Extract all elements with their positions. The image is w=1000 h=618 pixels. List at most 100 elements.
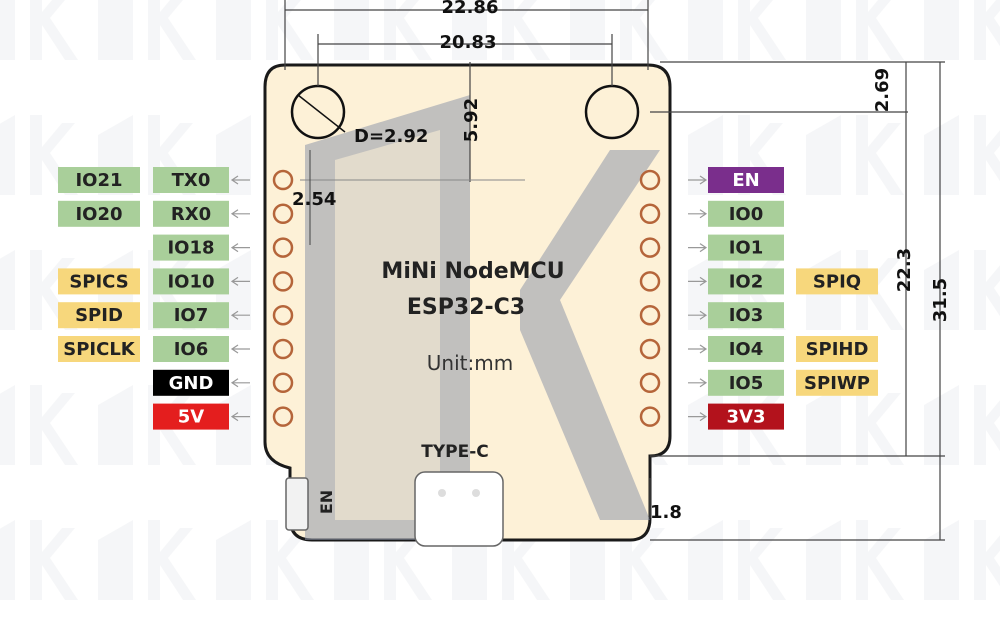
watermark-tile-icon: [688, 0, 786, 60]
mounting-hole-right: [584, 84, 640, 140]
right-alt-spiq: SPIQ: [796, 268, 878, 295]
pin-pad-left: [272, 372, 294, 394]
watermark-tile-icon: [0, 0, 78, 60]
right-pin-io0-text: IO0: [729, 204, 764, 225]
right-pin-io4-text: IO4: [729, 339, 764, 360]
hole-diameter-line: [297, 94, 346, 133]
left-pin-io18-text: IO18: [167, 238, 214, 259]
right-pin-3v3: 3V3: [708, 403, 784, 430]
pin-pad-right: [639, 237, 661, 258]
watermark-tile-icon: [334, 0, 432, 60]
dimension-pin-pitch: 2.54: [292, 150, 336, 245]
pin-pad-left: [272, 237, 294, 258]
watermark-tile-icon: [570, 0, 668, 60]
right-pin-io1: IO1: [708, 234, 784, 261]
left-pin-rx0: RX0: [153, 200, 229, 227]
right-pin-io2-text: IO2: [729, 271, 764, 292]
left-alt-io20: IO20: [58, 200, 140, 227]
pin-arrow-icon: [230, 310, 250, 320]
left-pin-gnd-text: GND: [169, 373, 214, 394]
left-pin-io6: IO6: [153, 336, 229, 362]
pin-pad-right: [639, 203, 661, 225]
left-pin-io6-text: IO6: [174, 339, 209, 360]
usb-type-c-label: TYPE-C: [421, 442, 489, 462]
left-pin-io7-text: IO7: [174, 305, 209, 326]
board-title-line1: MiNi NodeMCU: [381, 259, 564, 284]
left-alt-io21: IO21: [58, 167, 140, 193]
watermark-tile-icon: [924, 385, 1000, 465]
pin-pad-left: [272, 338, 294, 360]
dimension-hole-spacing: 20.83: [317, 32, 613, 86]
right-alt-spiq-text: SPIQ: [813, 271, 861, 292]
left-alt-spics-text: SPICS: [69, 271, 128, 292]
board-title-line2: ESP32-C3: [407, 295, 525, 320]
unit-label: Unit:mm: [427, 351, 513, 375]
pin-pad-right: [639, 338, 661, 360]
watermark-tile-icon: [98, 0, 196, 60]
left-pin-io7: IO7: [153, 302, 229, 329]
total-height-label: 31.5: [930, 278, 951, 322]
left-pin-rx0-text: RX0: [171, 204, 211, 225]
watermark-tile-icon: [98, 520, 196, 600]
usb-contact-icon: [438, 489, 446, 497]
pin-pad-left: [272, 271, 294, 292]
outer-width-label: 22.86: [442, 0, 499, 18]
right-pin-io4: IO4: [708, 336, 784, 362]
pin-pad-right: [639, 271, 661, 292]
usb-contact-icon: [472, 489, 480, 497]
pin-pad-right: [639, 372, 661, 394]
left-pin-io10: IO10: [153, 268, 229, 295]
left-pin-tx0-text: TX0: [172, 170, 211, 191]
usb-type-c-connector: [414, 471, 504, 547]
en-button: [285, 477, 309, 531]
watermark-tile-icon: [688, 520, 786, 600]
pin-arrow-icon: [230, 378, 250, 388]
left-alt-io21-text: IO21: [75, 170, 122, 191]
watermark-tile-icon: [806, 385, 904, 465]
en-button-label: EN: [317, 490, 336, 514]
pin-arrow-icon: [230, 175, 250, 185]
bottom-margin-label: 1.8: [650, 502, 682, 523]
hole-diameter-label: D=2.92: [354, 126, 428, 147]
pin-arrow-icon: [230, 243, 250, 253]
right-pin-io5: IO5: [708, 369, 784, 396]
hole-spacing-label: 20.83: [440, 32, 497, 53]
right-alt-spihd-text: SPIHD: [806, 339, 869, 360]
pin-arrow-icon: [688, 276, 708, 286]
pin-row-length-label: 22.3: [894, 248, 915, 292]
pin-pad-left: [272, 406, 294, 427]
left-pin-io10-text: IO10: [167, 271, 214, 292]
dimension-outer-width: 22.86: [284, 0, 649, 70]
watermark-tile-icon: [0, 520, 78, 600]
watermark-tile-icon: [806, 0, 904, 60]
watermark-tile-icon: [806, 520, 904, 600]
pin-arrow-icon: [230, 344, 250, 354]
dimension-right-side: [649, 61, 945, 541]
left-pin-5v: 5V: [153, 403, 229, 430]
dimension-hole-offset: 5.92: [300, 62, 525, 182]
right-alt-spihd: SPIHD: [796, 336, 878, 362]
pin-pad-left: [272, 304, 294, 326]
left-alt-spiclk-text: SPICLK: [63, 339, 136, 360]
pin-arrow-icon: [688, 412, 708, 422]
left-alt-spiclk: SPICLK: [58, 336, 140, 362]
right-pin-en: EN: [708, 167, 784, 193]
pin-arrow-icon: [688, 310, 708, 320]
right-pin-3v3-text: 3V3: [727, 407, 766, 428]
pin-arrow-icon: [230, 276, 250, 286]
pin-arrow-icon: [230, 209, 250, 219]
mounting-hole-left: [290, 84, 346, 140]
right-pin-io3: IO3: [708, 302, 784, 329]
left-pin-5v-text: 5V: [178, 407, 205, 428]
pin-pad-right: [639, 406, 661, 427]
watermark-tile-icon: [806, 115, 904, 195]
pin-arrow-icon: [688, 344, 708, 354]
left-pin-gnd: GND: [153, 369, 229, 396]
watermark-tile-icon: [216, 520, 314, 600]
left-alt-spid-text: SPID: [75, 305, 123, 326]
watermark-tile-icon: [452, 0, 550, 60]
